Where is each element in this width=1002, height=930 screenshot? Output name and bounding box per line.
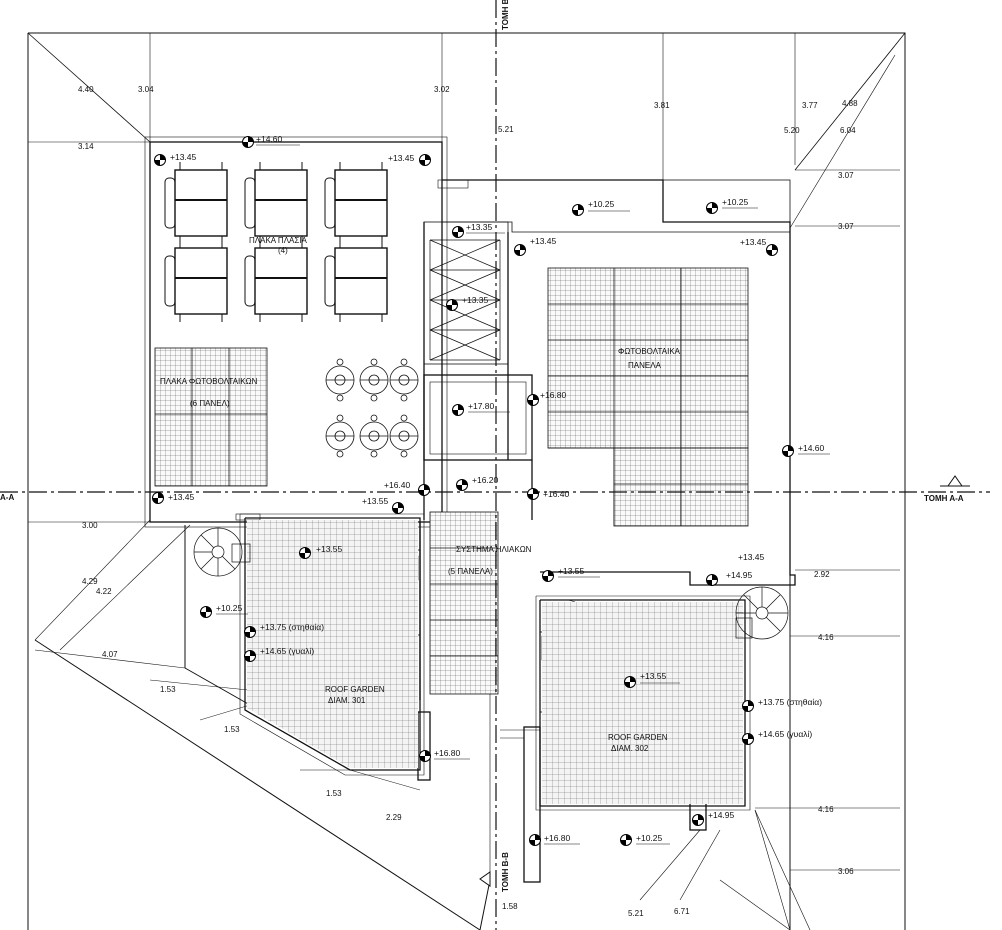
roof-garden-302-tiles bbox=[542, 602, 743, 804]
section-a-left-label: A-A bbox=[0, 493, 14, 502]
dimension-label: 4.16 bbox=[818, 805, 834, 814]
dimension-label: 1.58 bbox=[502, 902, 518, 911]
dimension-label: 1.53 bbox=[160, 685, 176, 694]
dimension-label: 4.29 bbox=[82, 577, 98, 586]
dimension-labels: 4.40 3.04 3.02 3.14 5.21 3.81 3.77 4.88 … bbox=[78, 85, 858, 918]
roof-garden-302-label: ROOF GARDEN bbox=[608, 733, 668, 742]
dimension-label: 5.21 bbox=[498, 125, 514, 134]
level-label: +10.25 bbox=[216, 603, 243, 613]
dimension-label: 1.53 bbox=[326, 789, 342, 798]
level-label: +10.25 bbox=[588, 199, 615, 209]
dimension-label: 4.88 bbox=[842, 99, 858, 108]
level-label: +13.45 bbox=[170, 152, 197, 162]
dimension-label: 6.71 bbox=[674, 907, 690, 916]
level-label: +13.45 bbox=[388, 153, 415, 163]
level-label: +14.60 bbox=[256, 134, 283, 144]
level-label: +13.55 bbox=[316, 544, 343, 554]
room-label-pv-left: ΠΛΑΚΑ ΦΩΤΟΒΟΛΤΑΙΚΩΝ bbox=[160, 377, 258, 386]
dimension-label: 1.53 bbox=[224, 725, 240, 734]
room-label-pv-center-count: (5 ΠΑΝΕΛΑ) bbox=[448, 567, 493, 576]
section-b-marker-icon bbox=[479, 871, 491, 887]
dimension-label: 5.21 bbox=[628, 909, 644, 918]
spiral-stair-left bbox=[193, 527, 251, 577]
room-label-pv-right: ΦΩΤΟΒΟΛΤΑΙΚΑ bbox=[618, 347, 681, 356]
water-tanks bbox=[325, 358, 419, 458]
pv-panels-left bbox=[154, 347, 268, 487]
dimension-label: 3.06 bbox=[838, 867, 854, 876]
dimension-label: 6.04 bbox=[840, 126, 856, 135]
level-label: +13.55 bbox=[362, 496, 389, 506]
spiral-stair-right bbox=[735, 586, 789, 640]
dimension-label: 3.77 bbox=[802, 101, 818, 110]
level-label: +13.45 bbox=[738, 552, 765, 562]
section-b-top-label: ΤΟΜΗ Β-Β bbox=[501, 0, 510, 30]
dimension-label: 2.29 bbox=[386, 813, 402, 822]
dimension-label: 3.07 bbox=[838, 171, 854, 180]
dimension-label: 3.04 bbox=[138, 85, 154, 94]
roof-garden-301-label: ROOF GARDEN bbox=[325, 685, 385, 694]
level-label: +10.25 bbox=[636, 833, 663, 843]
section-a-marker-icon bbox=[947, 475, 963, 487]
level-label: +14.95 bbox=[726, 570, 753, 580]
level-label: +13.75 (στηθαία) bbox=[758, 697, 822, 707]
level-label: +13.45 bbox=[530, 236, 557, 246]
level-label: +16.40 bbox=[384, 480, 411, 490]
room-label-pv-right-2: ΠΑΝΕΛΑ bbox=[628, 361, 662, 370]
level-label: +13.55 bbox=[558, 566, 585, 576]
dimension-label: 3.14 bbox=[78, 142, 94, 151]
level-label: +16.20 bbox=[472, 475, 499, 485]
roof-garden-301-unit: ΔΙΑΜ. 301 bbox=[328, 696, 366, 705]
dimension-label: 4.16 bbox=[818, 633, 834, 642]
level-underlines bbox=[216, 144, 830, 845]
level-label: +14.65 (γυαλί) bbox=[758, 729, 812, 739]
level-label: +16.80 bbox=[544, 833, 571, 843]
room-label-panels: ΠΛΑΚΑ ΠΛΑΣΙΑ bbox=[249, 236, 308, 245]
stair-void-hatch bbox=[429, 239, 501, 361]
pv-panels-right bbox=[547, 267, 749, 527]
dimension-label: 4.07 bbox=[102, 650, 118, 659]
dimension-label: 3.02 bbox=[434, 85, 450, 94]
roof-garden-302-unit: ΔΙΑΜ. 302 bbox=[611, 744, 649, 753]
room-label-pv-center: ΣΥΣΤΗΜΑ ΗΛΙΑΚΩΝ bbox=[456, 545, 532, 554]
dimension-label: 5.20 bbox=[784, 126, 800, 135]
dimension-label: 4.40 bbox=[78, 85, 94, 94]
level-label: +13.75 (στηθαία) bbox=[260, 622, 324, 632]
level-label: +16.40 bbox=[543, 489, 570, 499]
solar-heater-frames bbox=[164, 162, 388, 322]
level-label: +13.55 bbox=[640, 671, 667, 681]
dimension-label: 3.07 bbox=[838, 222, 854, 231]
dimension-label: 3.81 bbox=[654, 101, 670, 110]
level-label: +14.60 bbox=[798, 443, 825, 453]
dimension-label: 4.22 bbox=[96, 587, 112, 596]
room-label-pv-left-count: (6 ΠΑΝΕΛ) bbox=[190, 399, 230, 408]
room-label-panels-count: (4) bbox=[278, 246, 288, 255]
level-label: +16.80 bbox=[434, 748, 461, 758]
level-label: +10.25 bbox=[722, 197, 749, 207]
level-labels: +14.60 +13.45 +13.45 +13.35 +10.25 +10.2… bbox=[168, 134, 825, 843]
level-label: +14.65 (γυαλί) bbox=[260, 646, 314, 656]
level-label: +14.95 bbox=[708, 810, 735, 820]
section-b-bottom-label: ΤΟΜΗ Β-Β bbox=[501, 852, 510, 892]
level-label: +13.35 bbox=[466, 222, 493, 232]
plot-boundary bbox=[27, 32, 906, 930]
level-label: +17.80 bbox=[468, 401, 495, 411]
roof-garden-301-tiles bbox=[247, 520, 418, 768]
pv-panels-center bbox=[429, 511, 499, 695]
dimension-label: 2.92 bbox=[814, 570, 830, 579]
level-label: +13.45 bbox=[740, 237, 767, 247]
dimension-label: 3.00 bbox=[82, 521, 98, 530]
level-label: +13.35 bbox=[462, 295, 489, 305]
level-label: +16.80 bbox=[540, 390, 567, 400]
level-label: +13.45 bbox=[168, 492, 195, 502]
section-a-right-label: ΤΟΜΗ Α-Α bbox=[924, 494, 964, 503]
